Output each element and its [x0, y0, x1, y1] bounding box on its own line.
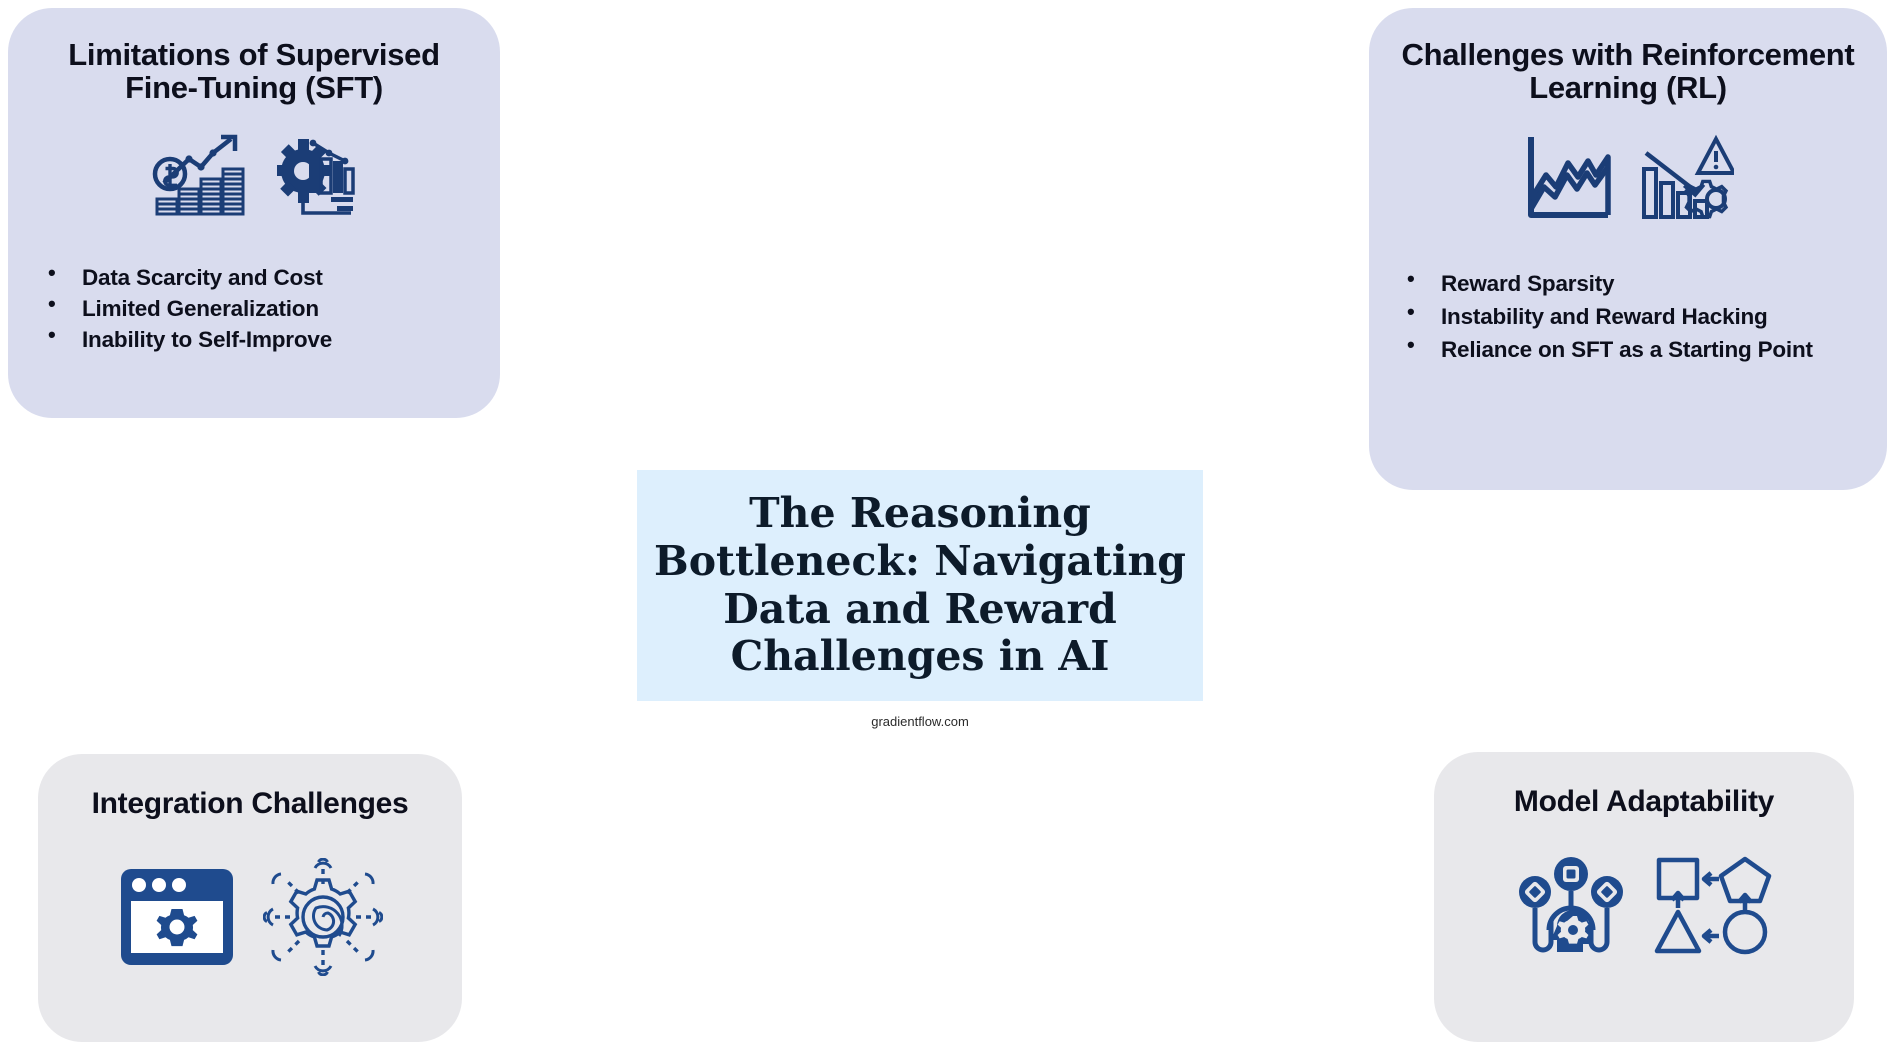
list-item: • Reward Sparsity [1407, 265, 1865, 299]
card-integration-title: Integration Challenges [91, 787, 409, 820]
bullet-dot: • [48, 290, 56, 316]
bullet-text: Instability and Reward Hacking [1441, 303, 1768, 329]
attribution-text: gradientflow.com [871, 714, 969, 729]
card-integration-icon-row [38, 858, 462, 981]
browser-window-gear-icon [117, 865, 237, 974]
card-sft-icon-row [8, 131, 500, 222]
shape-transformation-flow-icon [1653, 854, 1773, 963]
bullet-text: Reliance on SFT as a Starting Point [1441, 337, 1813, 363]
card-adaptability-icon-row [1434, 854, 1854, 963]
card-sft: Limitations of Supervised Fine-Tuning (S… [8, 8, 500, 418]
card-rl-bullets: • Reward Sparsity • Instability and Rewa… [1407, 265, 1865, 365]
declining-bars-gear-warning-icon [1640, 131, 1738, 228]
card-sft-title: Limitations of Supervised Fine-Tuning (S… [68, 37, 440, 106]
bullet-dot: • [1407, 298, 1415, 324]
card-rl-icon-row [1369, 131, 1887, 228]
list-item: • Data Scarcity and Cost [48, 259, 500, 293]
bullet-dot: • [1407, 265, 1415, 291]
bullet-dot: • [48, 259, 56, 285]
bullet-text: Reward Sparsity [1441, 270, 1615, 296]
connected-gear-network-icon [262, 858, 384, 981]
page-title: The Reasoning Bottleneck: Navigating Dat… [654, 489, 1186, 681]
list-item: • Inability to Self-Improve [48, 324, 500, 355]
bullet-dot: • [1407, 332, 1415, 358]
card-rl-title: Challenges with Reinforcement Learning (… [1401, 37, 1855, 106]
bullet-dot: • [48, 322, 56, 348]
card-rl: Challenges with Reinforcement Learning (… [1369, 8, 1887, 490]
bullet-text: Data Scarcity and Cost [82, 264, 323, 290]
volatile-line-chart-icon [1522, 131, 1614, 228]
center-title-panel: The Reasoning Bottleneck: Navigating Dat… [637, 470, 1203, 701]
bullet-text: Limited Generalization [82, 295, 319, 321]
card-adaptability-title: Model Adaptability [1513, 785, 1775, 818]
list-item: • Limited Generalization [48, 290, 500, 324]
money-growth-chart-icon [151, 131, 247, 222]
ai-head-nodes-icon [1515, 854, 1627, 963]
card-adaptability: Model Adaptability [1434, 752, 1854, 1042]
list-item: • Instability and Reward Hacking [1407, 298, 1865, 332]
list-item: • Reliance on SFT as a Starting Point [1407, 334, 1865, 365]
bullet-text: Inability to Self-Improve [82, 327, 333, 353]
card-sft-bullets: • Data Scarcity and Cost • Limited Gener… [48, 259, 500, 355]
card-integration: Integration Challenges [38, 754, 462, 1042]
gear-bar-chart-icon [273, 131, 357, 222]
